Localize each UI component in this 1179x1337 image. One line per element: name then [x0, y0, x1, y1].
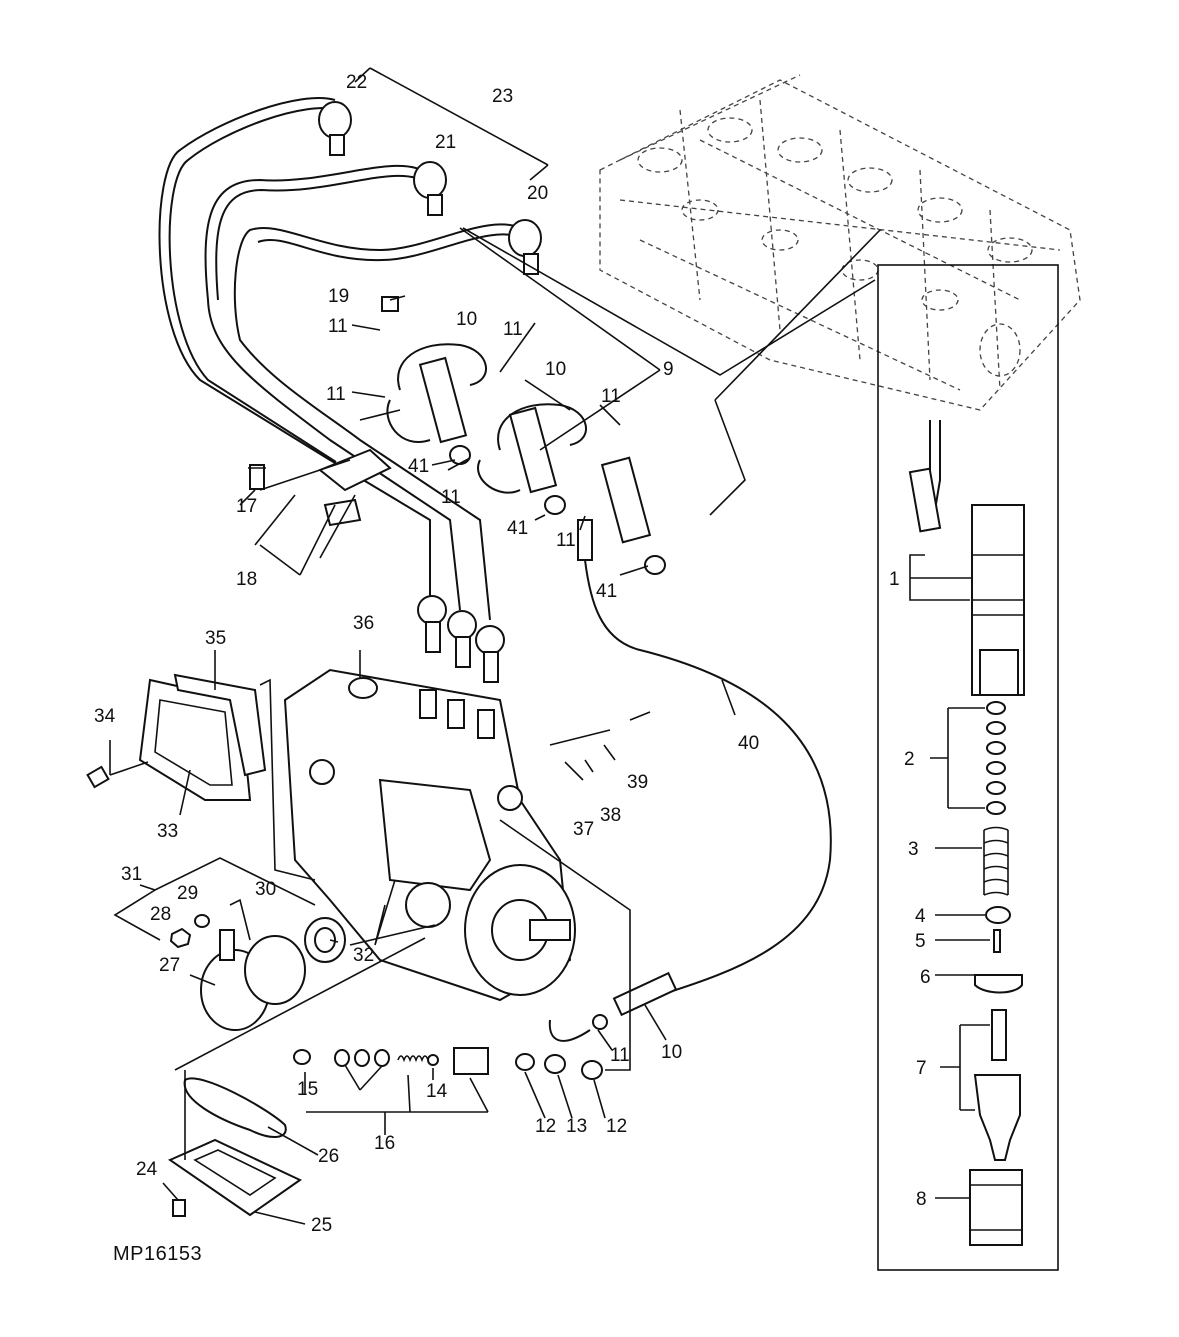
callout-34: 34 — [94, 706, 116, 727]
callout-29: 29 — [177, 883, 199, 904]
banjo-13 — [544, 1054, 566, 1074]
callout-8: 8 — [916, 1189, 927, 1210]
nut-28 — [169, 927, 192, 949]
callout-11-f: 11 — [556, 530, 576, 551]
callout-1: 1 — [889, 569, 900, 590]
line-nut-21 — [413, 161, 447, 216]
callout-11-g: 11 — [610, 1045, 630, 1066]
callout-27: 27 — [159, 955, 181, 976]
callout-12-a: 12 — [535, 1116, 557, 1137]
callout-6: 6 — [920, 967, 931, 988]
callout-35: 35 — [205, 628, 227, 649]
feed-pump — [169, 914, 346, 1031]
injection-lines — [158, 97, 542, 683]
leakoff-hose — [577, 519, 593, 561]
nozzle-nut — [969, 1169, 1023, 1246]
callout-10-top-left: 10 — [456, 309, 478, 330]
callout-10-top-right: 10 — [545, 359, 567, 380]
callout-22: 22 — [346, 72, 368, 93]
cover-screw-34 — [86, 765, 110, 789]
callout-36: 36 — [353, 613, 375, 634]
callout-31: 31 — [121, 864, 143, 885]
pump-line-nuts — [417, 595, 505, 683]
plate-screw-24 — [172, 1199, 186, 1217]
callout-39: 39 — [627, 772, 649, 793]
callout-38: 38 — [600, 805, 622, 826]
callout-11-a: 11 — [328, 316, 348, 337]
callout-32: 32 — [353, 945, 375, 966]
nozzle — [973, 1009, 1021, 1161]
leader-lines — [109, 67, 990, 1225]
callout-20: 20 — [527, 183, 549, 204]
callout-4: 4 — [915, 906, 926, 927]
callout-5: 5 — [915, 931, 926, 952]
engine-block-outline — [599, 74, 1081, 516]
callout-13: 13 — [566, 1116, 588, 1137]
pump-plug-36 — [348, 677, 378, 699]
callout-15: 15 — [297, 1079, 319, 1100]
callout-9: 9 — [663, 359, 674, 380]
figure-reference: MP16153 — [113, 1243, 203, 1265]
washer-29 — [194, 914, 210, 928]
callout-26: 26 — [318, 1146, 340, 1167]
callout-24: 24 — [136, 1159, 158, 1180]
injection-pump — [283, 668, 576, 1002]
pin — [993, 929, 1001, 953]
callout-37: 37 — [573, 819, 595, 840]
injector-body — [908, 420, 1025, 696]
injector-detail-box — [462, 227, 1059, 1271]
callout-30: 30 — [255, 879, 277, 900]
callout-7: 7 — [916, 1058, 927, 1079]
cap-19 — [381, 296, 399, 312]
callout-11-e: 11 — [441, 487, 461, 508]
callout-18: 18 — [236, 569, 258, 590]
callout-41-a: 41 — [408, 456, 430, 477]
callout-3: 3 — [908, 839, 919, 860]
callout-14: 14 — [426, 1081, 448, 1102]
callout-12-b: 12 — [606, 1116, 628, 1137]
callout-40: 40 — [738, 733, 760, 754]
callout-11-b: 11 — [503, 319, 523, 340]
delivery-valve-parts — [293, 971, 678, 1080]
shims — [986, 701, 1006, 815]
callout-17: 17 — [236, 496, 258, 517]
spacer — [974, 974, 1023, 994]
callout-2: 2 — [904, 749, 915, 770]
callout-41-c: 41 — [596, 581, 618, 602]
callout-11-c: 11 — [326, 384, 346, 405]
gasket-and-plate — [167, 1077, 302, 1217]
callout-21: 21 — [435, 132, 457, 153]
callout-33: 33 — [157, 821, 179, 842]
callout-41-b: 41 — [507, 518, 529, 539]
line-nut-22 — [318, 101, 352, 156]
pump-cover — [86, 673, 267, 801]
injectors-group — [381, 296, 832, 996]
callout-11-d: 11 — [601, 386, 621, 407]
callout-23: 23 — [492, 86, 514, 107]
callout-28: 28 — [150, 904, 172, 925]
clamp-bolt-17 — [248, 464, 266, 490]
spring-seat — [985, 906, 1011, 924]
callout-19: 19 — [328, 286, 350, 307]
callout-25: 25 — [311, 1215, 333, 1236]
callout-10-bottom: 10 — [661, 1042, 683, 1063]
spring — [983, 826, 1009, 896]
callout-16: 16 — [374, 1133, 396, 1154]
